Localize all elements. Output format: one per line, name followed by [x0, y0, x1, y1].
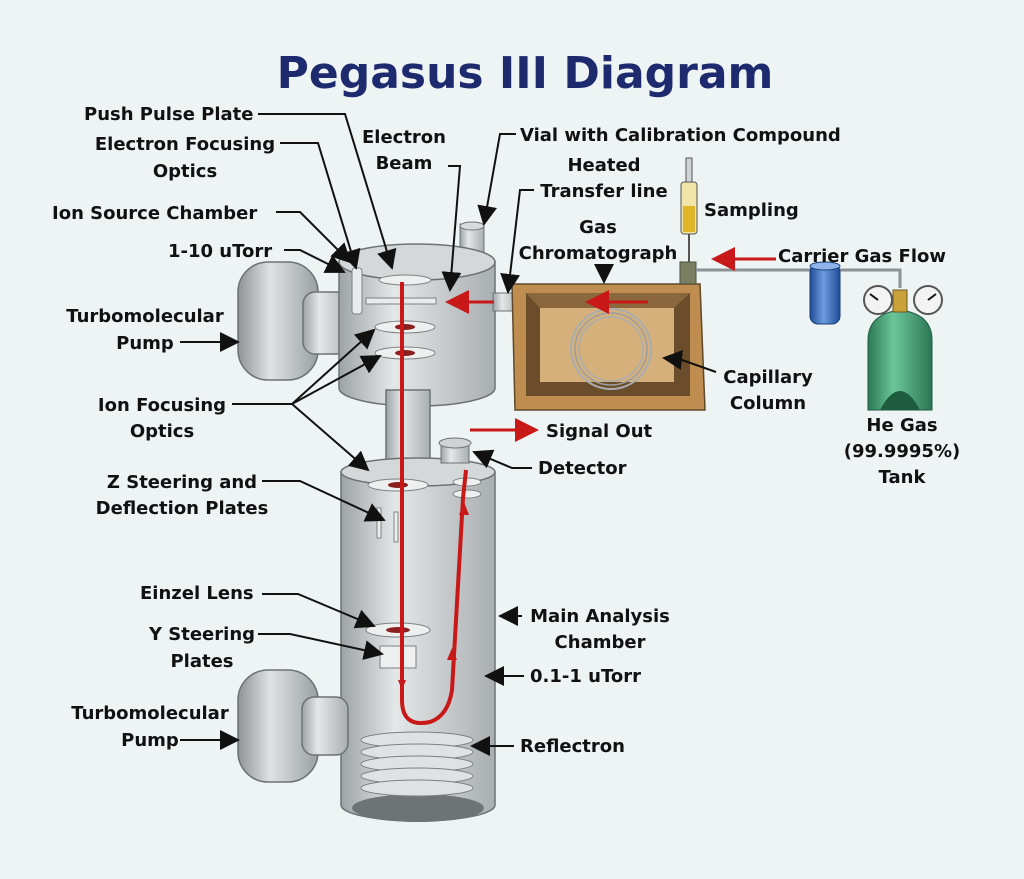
label-ion-source-chamber: Ion Source Chamber: [52, 203, 257, 224]
label-main-chamber-2: Chamber: [555, 632, 646, 653]
turbo-pump-bottom: [237, 669, 349, 783]
label-he-gas-2: (99.9995%): [844, 441, 960, 462]
label-electron-focusing-2: Optics: [153, 161, 217, 182]
label-heated-1: Heated: [567, 155, 640, 176]
label-reflectron: Reflectron: [520, 736, 625, 757]
page-title: Pegasus III Diagram: [277, 48, 774, 99]
label-einzel-lens: Einzel Lens: [140, 583, 254, 604]
leader-lines: [180, 113, 717, 756]
label-detector: Detector: [538, 458, 627, 479]
reflectron: [360, 731, 474, 797]
label-ion-focusing-2: Optics: [130, 421, 194, 442]
label-carrier-gas-flow: Carrier Gas Flow: [778, 246, 946, 267]
label-turbo-bottom-1: Turbomolecular: [71, 703, 229, 724]
label-gc-1: Gas: [579, 217, 617, 238]
label-y-steering-2: Plates: [170, 651, 233, 672]
label-ion-focusing-1: Ion Focusing: [98, 395, 226, 416]
label-vial: Vial with Calibration Compound: [520, 125, 841, 146]
label-pressure-source: 1-10 uTorr: [168, 241, 272, 262]
label-capillary-2: Column: [730, 393, 806, 414]
label-he-gas-1: He Gas: [866, 415, 937, 436]
turbo-pump-top: [237, 261, 352, 381]
label-electron-beam-1: Electron: [362, 127, 446, 148]
label-electron-focusing-1: Electron Focusing: [95, 134, 275, 155]
ion-source-chamber: [338, 221, 496, 407]
label-main-chamber-1: Main Analysis: [530, 606, 670, 627]
sampling-syringe: [680, 157, 698, 262]
label-electron-beam-2: Beam: [376, 153, 433, 174]
label-heated-2: Transfer line: [540, 181, 667, 202]
label-capillary-1: Capillary: [723, 367, 813, 388]
label-turbo-top-1: Turbomolecular: [66, 306, 224, 327]
label-z-steering-1: Z Steering and: [107, 472, 257, 493]
he-gas-tank: [863, 285, 943, 411]
label-turbo-top-2: Pump: [116, 333, 174, 354]
label-pressure-main: 0.1-1 uTorr: [530, 666, 641, 687]
label-push-pulse-plate: Push Pulse Plate: [84, 104, 254, 125]
flow-arrows: [445, 247, 776, 442]
label-sampling: Sampling: [704, 200, 799, 221]
label-y-steering-1: Y Steering: [148, 624, 255, 645]
gas-chromatograph: [511, 261, 706, 411]
label-signal-out: Signal Out: [546, 421, 653, 442]
carrier-gas-filter: [809, 261, 841, 325]
carrier-gas-line: [696, 268, 902, 288]
label-z-steering-2: Deflection Plates: [96, 498, 269, 519]
label-gc-2: Chromatograph: [519, 243, 678, 264]
detector: [438, 437, 472, 464]
label-turbo-bottom-2: Pump: [121, 730, 179, 751]
label-he-gas-3: Tank: [879, 467, 927, 488]
ion-path: [398, 282, 469, 725]
